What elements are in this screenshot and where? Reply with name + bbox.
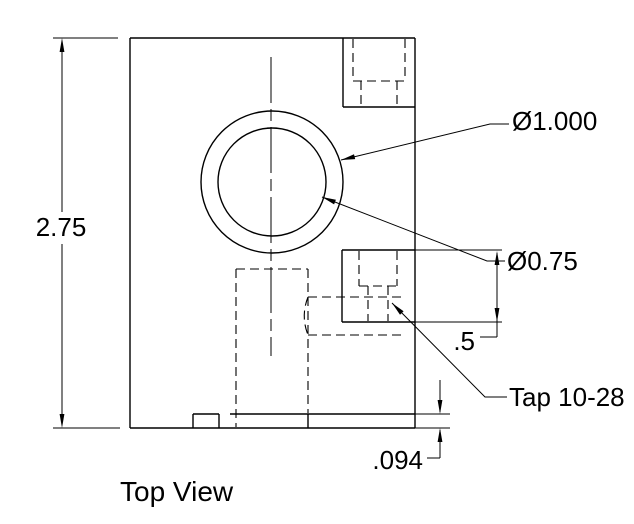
leader-arrowhead: [341, 154, 356, 160]
dim-step-height: .094: [372, 380, 450, 475]
outer-diameter-label: Ø1.000: [512, 106, 597, 136]
part-outline: [129, 37, 416, 429]
leader-arrowhead: [392, 303, 404, 315]
side-boss-hidden-hole: [358, 251, 398, 321]
leader-arrowhead: [322, 197, 336, 205]
center-bore: [200, 110, 344, 254]
arrowhead-up: [59, 38, 65, 52]
hidden-bottom-pocket: [235, 268, 309, 427]
dim-boss-height: .5: [415, 249, 502, 356]
hidden-side-drill: [303, 296, 404, 336]
leader-line: [340, 123, 509, 161]
arrowhead-down: [59, 414, 65, 428]
leader-line: [321, 196, 505, 262]
overall-height-label: 2.75: [36, 212, 87, 242]
outer-circle: [200, 110, 344, 254]
dim-overall-height: 2.75: [36, 37, 120, 429]
arrowhead-down: [494, 308, 500, 322]
side-boss: [341, 249, 415, 323]
top-boss-hidden-hole: [352, 39, 406, 106]
inner-circle: [217, 127, 327, 237]
dim-tap-note: Tap 10-28: [391, 302, 625, 412]
tap-note-label: Tap 10-28: [509, 382, 625, 412]
hidden-drill-point-arc: [303, 296, 309, 336]
top-right-boss: [342, 38, 415, 108]
dim-inner-diameter: Ø0.75: [321, 196, 578, 276]
leader-line: [391, 302, 507, 398]
inner-diameter-label: Ø0.75: [507, 246, 578, 276]
boss-height-label: .5: [453, 326, 475, 356]
step-height-label: .094: [372, 445, 423, 475]
arrowhead-up: [437, 428, 443, 442]
bottom-step: [192, 413, 415, 428]
arrowhead-up: [494, 251, 500, 265]
dim-outer-diameter: Ø1.000: [340, 106, 597, 161]
view-title: Top View: [120, 476, 234, 507]
arrowhead-down: [437, 400, 443, 414]
